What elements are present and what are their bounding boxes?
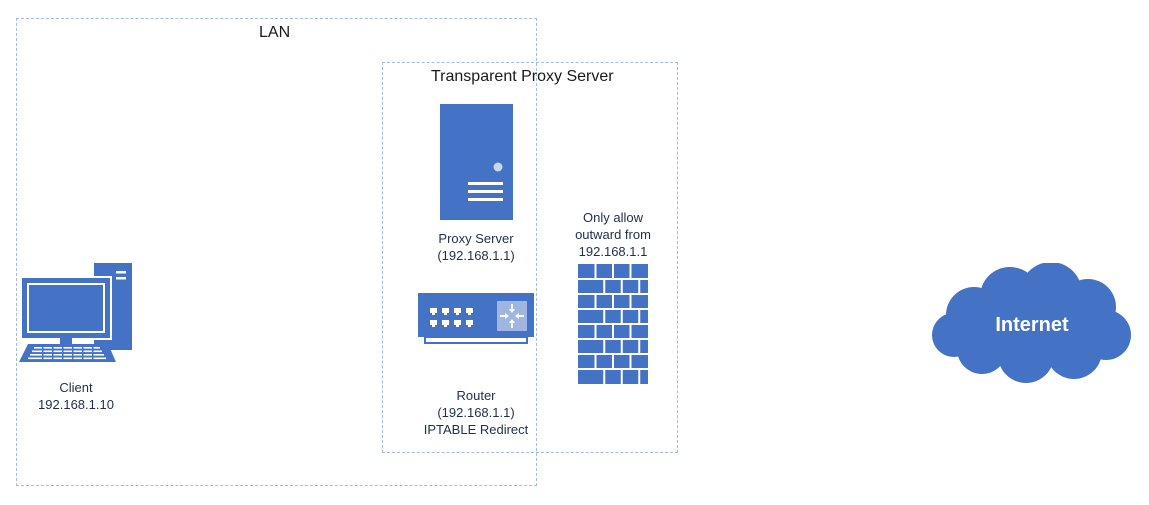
lan-group-box (16, 18, 537, 486)
firewall-line-1: Only allow (583, 210, 643, 225)
client-name: Client (59, 380, 93, 395)
client-label: Client 192.168.1.10 (20, 379, 132, 413)
firewall-brick-icon (578, 264, 648, 384)
lan-label: LAN (259, 24, 291, 41)
proxy-server-label: Proxy Server (192.168.1.1) (420, 230, 532, 264)
proxy-server-name: Proxy Server (438, 231, 514, 246)
router-ip: (192.168.1.1) (437, 405, 515, 420)
proxy-group-label: Transparent Proxy Server (431, 68, 614, 85)
desktop-computer-icon (18, 262, 136, 364)
server-tower-icon (440, 104, 513, 220)
firewall-label: Only allow outward from 192.168.1.1 (553, 209, 673, 260)
proxy-group-box (382, 62, 678, 453)
internet-label: Internet (995, 314, 1069, 336)
client-ip: 192.168.1.10 (38, 397, 114, 412)
proxy-server-ip: (192.168.1.1) (437, 248, 515, 263)
firewall-line-3: 192.168.1.1 (578, 244, 648, 259)
network-switch-icon (417, 292, 535, 350)
router-note: IPTABLE Redirect (423, 422, 529, 437)
router-label: Router (192.168.1.1) IPTABLE Redirect (411, 387, 541, 438)
firewall-line-2: outward from (575, 227, 651, 242)
router-name: Router (456, 388, 496, 403)
cloud-icon (926, 263, 1138, 385)
